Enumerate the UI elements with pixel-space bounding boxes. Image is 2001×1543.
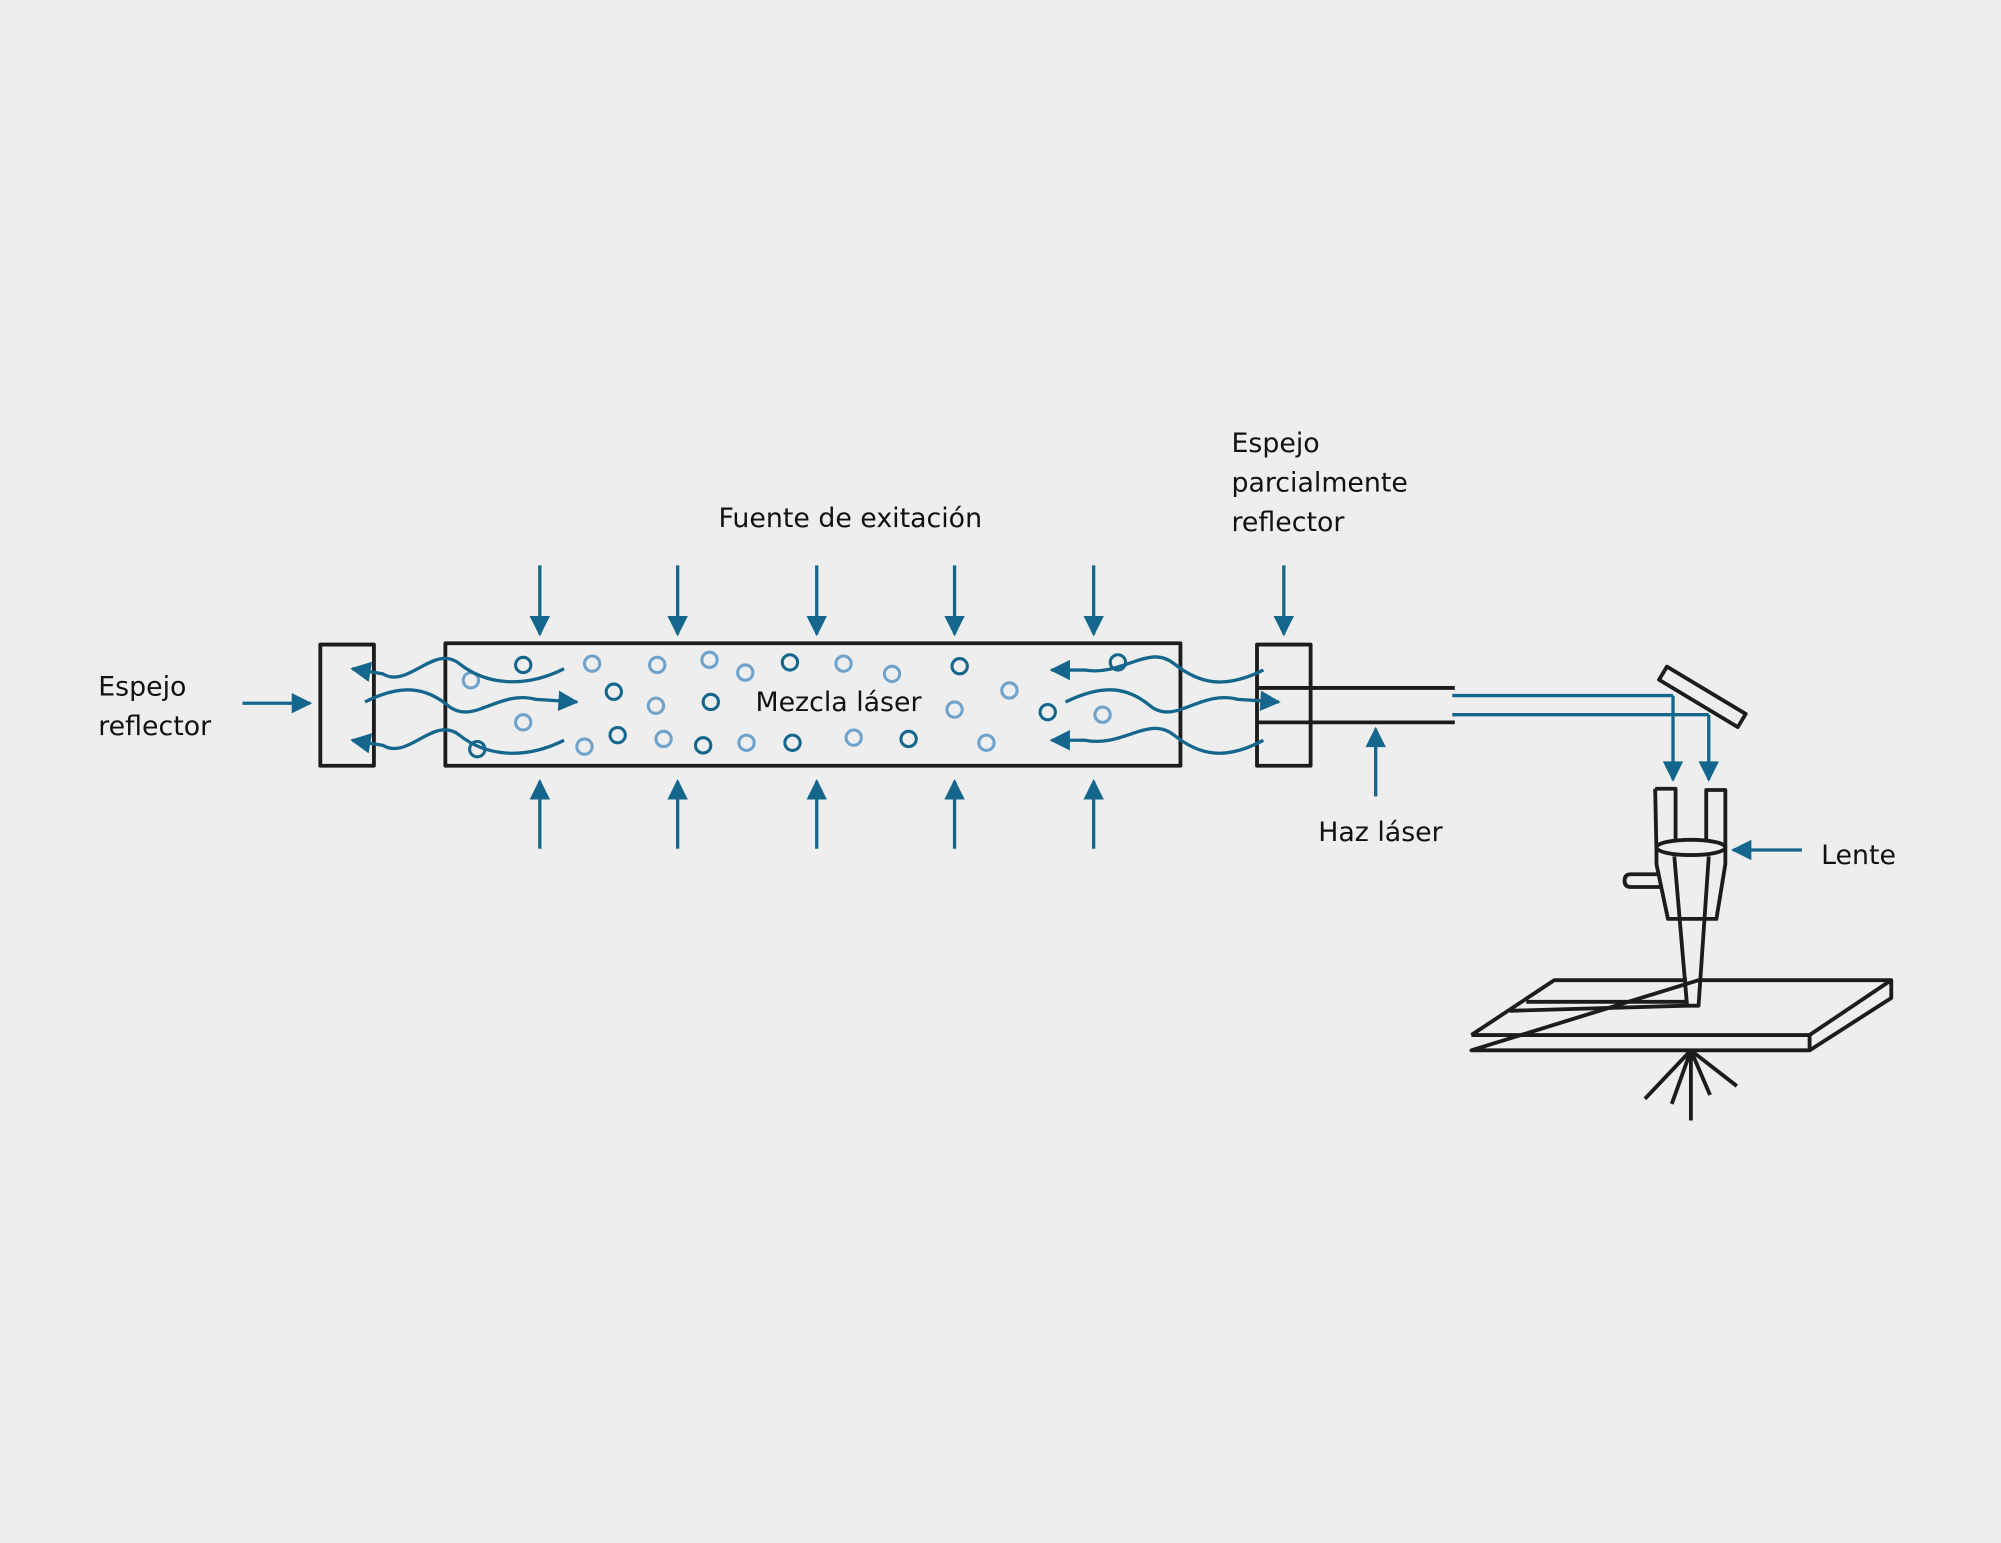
particle-light: [1093, 705, 1112, 724]
particle-light: [700, 650, 719, 670]
particle-dark: [701, 692, 721, 712]
particle-dark: [514, 655, 533, 675]
reflective-mirror: [318, 642, 376, 768]
particle-dark: [780, 653, 800, 672]
label-mirror-left-2: reflector: [98, 711, 212, 742]
particles: [461, 650, 1128, 759]
particle-light: [646, 696, 666, 715]
particle-light: [654, 729, 673, 749]
photon-waves: [350, 655, 1281, 755]
wave-left-bottom: [350, 728, 565, 755]
particle-dark: [1108, 653, 1128, 672]
label-mirror-right-3: reflector: [1231, 507, 1345, 538]
particle-dark: [899, 729, 918, 749]
label-laser-mixture: Mezcla láser: [755, 687, 922, 718]
particle-light: [575, 737, 594, 756]
workpiece: [1469, 978, 1894, 1121]
particle-light: [736, 663, 755, 682]
label-lens: Lente: [1821, 840, 1896, 871]
particle-light: [977, 733, 996, 752]
label-mirror-left-1: Espejo: [98, 672, 186, 703]
partial-mirror: [1255, 642, 1313, 768]
particle-dark: [693, 736, 713, 755]
label-mirror-right-1: Espejo: [1231, 428, 1319, 459]
particle-dark: [608, 725, 627, 745]
wave-left-middle: [364, 688, 579, 714]
particle-dark: [604, 682, 624, 701]
particle-light: [737, 733, 756, 752]
particle-light: [582, 654, 602, 673]
particle-light: [648, 655, 667, 675]
cutting-head: [1622, 786, 1728, 1008]
wave-right-top: [1049, 655, 1265, 684]
label-laser-beam: Haz láser: [1318, 817, 1443, 848]
particle-light: [834, 654, 853, 673]
label-mirror-right-2: parcialmente: [1231, 467, 1407, 498]
deflection-mirror: [1657, 664, 1748, 729]
particle-light: [514, 713, 533, 732]
particle-light: [882, 664, 902, 684]
excitation-arrows: [529, 565, 1104, 849]
wave-left-top: [350, 656, 565, 684]
particle-light: [844, 728, 863, 747]
label-excitation-source: Fuente de exitación: [718, 503, 982, 534]
particle-dark: [783, 733, 802, 752]
lens: [1654, 837, 1728, 858]
particle-dark: [1038, 702, 1057, 722]
wave-right-bottom: [1049, 726, 1265, 755]
particle-light: [945, 700, 964, 719]
particle-dark: [950, 657, 969, 676]
wave-right-middle: [1064, 688, 1281, 714]
particle-light: [1000, 681, 1019, 700]
